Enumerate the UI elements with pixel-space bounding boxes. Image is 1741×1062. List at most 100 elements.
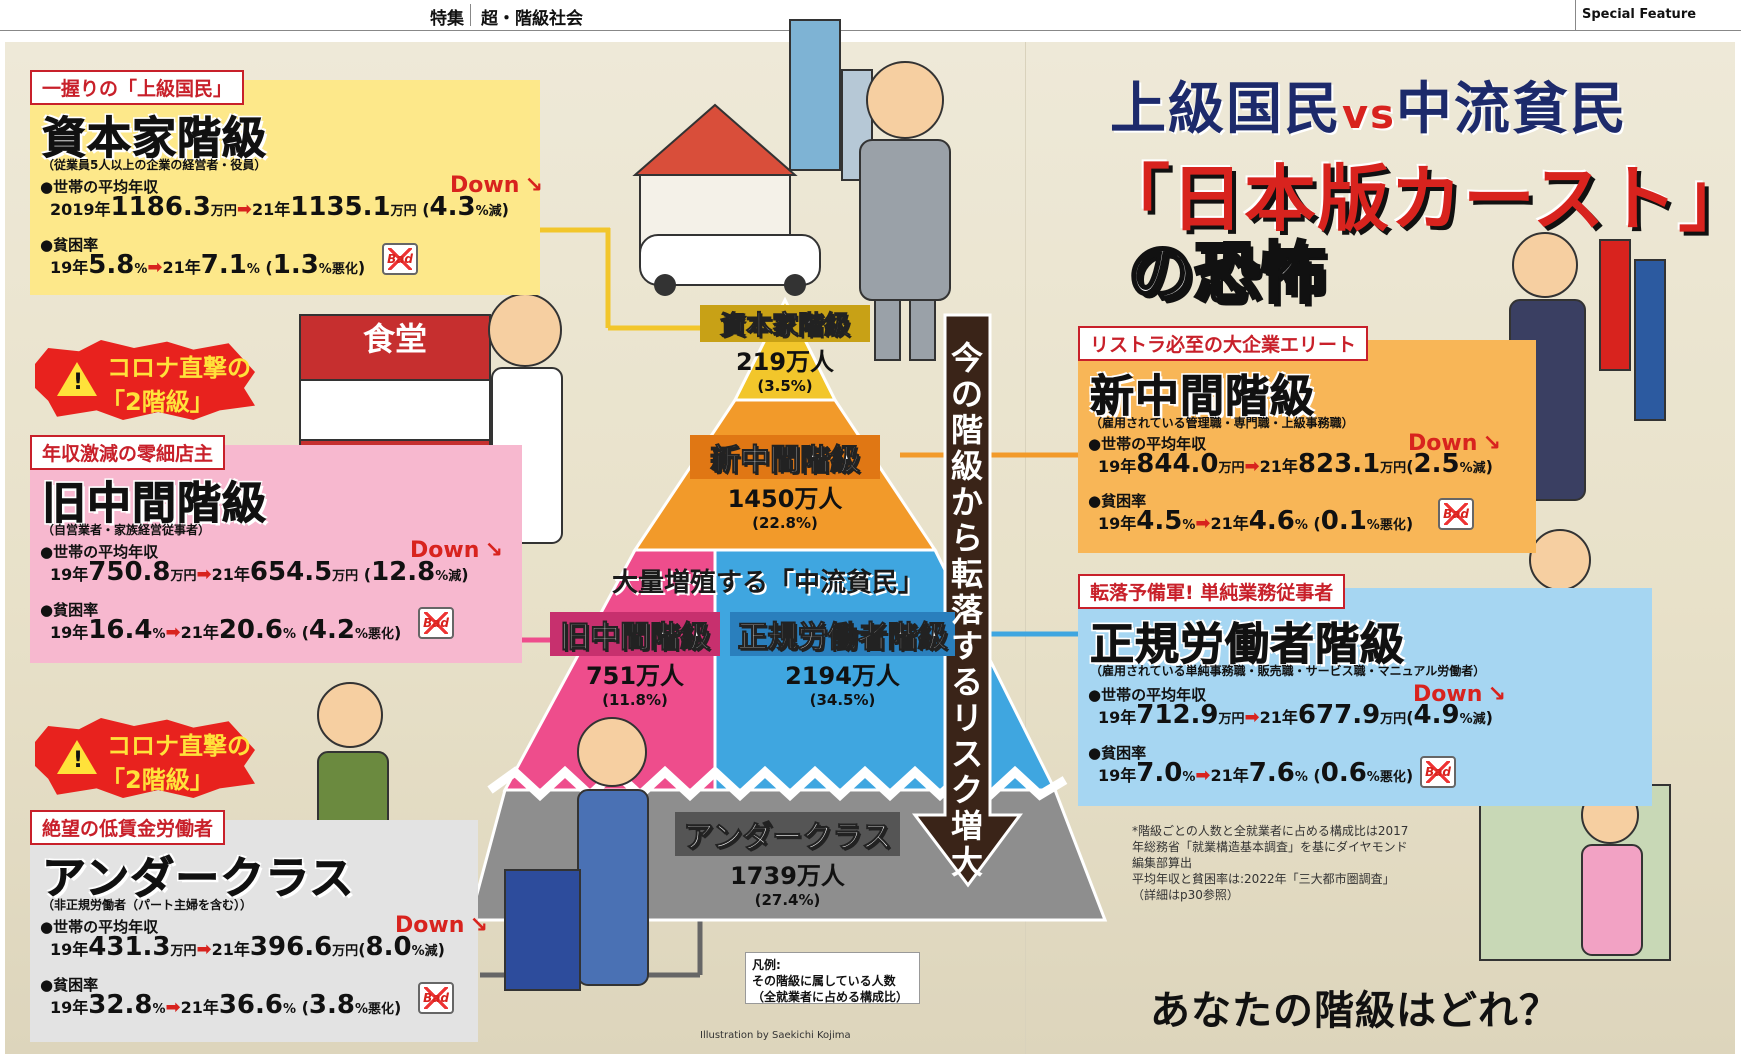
value-from: 844.0 (1136, 449, 1219, 479)
year-from: 19年 (1098, 514, 1137, 533)
change: 3.8 (308, 990, 355, 1020)
arrow-icon: ➡ (1244, 456, 1260, 477)
class-name: 旧中間階級 (42, 478, 267, 530)
down-text: Down (410, 538, 480, 563)
arrow-icon: ➡ (147, 257, 163, 278)
bad-icon: Bad (1420, 756, 1456, 788)
poverty-row: 19年4.5%➡21年4.6% (0.1%悪化) (1098, 506, 1414, 536)
bad-icon: Bad (382, 243, 418, 275)
class-desc: （雇用されている管理職・専門職・上級事務職） (1090, 416, 1354, 430)
down-badge: Down ↘ (410, 538, 503, 563)
bad-text: Bad (1425, 765, 1451, 779)
class-desc: （従業員5人以上の企業の経営者・役員） (42, 158, 267, 172)
pyramid-label-old-middle: 旧中間階級 751万人 (11.8%) (550, 612, 720, 709)
pyramid-label-regular: 正規労働者階級 2194万人 (34.5%) (730, 612, 955, 709)
year-from: 2019年 (50, 200, 111, 219)
class-desc: （自営業者・家族経営従事者） (42, 523, 211, 537)
year-to: 21年 (180, 998, 219, 1017)
headline-middle: 中流貧民 (1395, 77, 1628, 142)
pyramid-label-underclass: アンダークラス 1739万人 (27.4%) (675, 812, 900, 909)
income-row: 19年712.9万円➡21年677.9万円(4.9%減) (1098, 700, 1493, 730)
value-to: 677.9 (1297, 700, 1381, 730)
luxury-car-icon (639, 234, 821, 286)
value-to: 1135.1 (290, 192, 391, 222)
corona-badge: ! コロナ直撃の 「2階級」 (35, 718, 255, 798)
change: 2.5 (1413, 449, 1460, 479)
value-to: 7.1 (200, 250, 247, 280)
value-from: 712.9 (1136, 700, 1219, 730)
value-to: 20.6 (218, 615, 283, 645)
value-to: 7.6 (1248, 758, 1295, 788)
unit: % (283, 627, 297, 642)
note-line: 平均年収と貧困率は:2022年「三大都市圏調査」 (1132, 872, 1395, 886)
bad-icon: Bad (418, 607, 454, 639)
legend-box: 凡例: その階級に属している人数 （全就業者に占める構成比） (745, 952, 920, 1004)
poverty-row: 19年16.4%➡21年20.6% (4.2%悪化) (50, 615, 402, 645)
down-badge: Down ↘ (395, 913, 488, 938)
change: 0.1 (1320, 506, 1367, 536)
warning-icon (57, 362, 97, 396)
year-to: 21年 (162, 258, 201, 277)
warning-exclamation: ! (73, 748, 84, 773)
class-name: 正規労働者階級 (1090, 619, 1405, 671)
pyramid-label-capitalist: 資本家階級 219万人 (3.5%) (700, 305, 870, 395)
pyramid-label-new-middle: 新中間階級 1450万人 (22.8%) (690, 435, 880, 532)
value-to: 396.6 (249, 932, 333, 962)
pyramid-pct: (22.8%) (752, 514, 818, 532)
arrow-icon: ➡ (1244, 707, 1260, 728)
unit: 万円 (170, 569, 197, 584)
note-line: 年総務省「就業構造基本調査」を基にダイヤモンド (1132, 840, 1408, 854)
pyramid-name: 新中間階級 (690, 435, 880, 479)
unit: % (1294, 518, 1308, 533)
value-from: 431.3 (88, 932, 171, 962)
class-card-regular: 転落予備軍! 単純業務従事者 正規労働者階級 （雇用されている単純事務職・販売職… (1078, 574, 1652, 806)
bad-text: Bad (423, 616, 449, 630)
class-card-new-middle: リストラ必至の大企業エリート 新中間階級 （雇用されている管理職・専門職・上級事… (1078, 326, 1536, 553)
year-from: 19年 (1098, 708, 1137, 727)
shop-sign-text: 食堂 (363, 320, 427, 358)
unit: % (1182, 770, 1196, 785)
corona-badge: ! コロナ直撃の 「2階級」 (35, 340, 255, 420)
bank-banner-icon (1599, 239, 1631, 371)
year-to: 21年 (211, 940, 250, 959)
source-note: *階級ごとの人数と全就業者に占める構成比は2017 年総務省「就業構造基本調査」… (1132, 823, 1408, 903)
down-text: Down (1408, 431, 1478, 456)
poverty-row: 19年7.0%➡21年7.6% (0.6%悪化) (1098, 758, 1414, 788)
income-label: ●世帯の平均年収 (40, 178, 159, 196)
class-tag: 一握りの「上級国民」 (30, 70, 245, 105)
pyramid-pct: (27.4%) (754, 891, 821, 909)
pyramid-name: 正規労働者階級 (730, 612, 955, 656)
arrow-icon: ➡ (196, 939, 212, 960)
unit: % (1182, 518, 1196, 533)
pyramid-count: 219万人 (735, 348, 835, 376)
year-from: 19年 (50, 258, 89, 277)
closing-question: あなたの階級はどれ？ (1150, 988, 1560, 1034)
change: 4.3 (429, 192, 476, 222)
value-from: 32.8 (88, 990, 153, 1020)
poverty-label: ●貧困率 (40, 236, 99, 254)
corona-line2: 「2階級」 (101, 766, 214, 794)
change: 8.0 (365, 932, 412, 962)
arrow-icon: ➡ (1195, 513, 1211, 534)
unit: 万円 (1218, 712, 1245, 727)
corona-line1: コロナ直撃の (107, 732, 251, 760)
year-to: 21年 (180, 623, 219, 642)
poverty-row: 19年5.8%➡21年7.1% (1.3%悪化) (50, 250, 366, 280)
pyramid-pct: (34.5%) (809, 691, 876, 709)
unit: % (134, 262, 148, 277)
bad-text: Bad (1443, 507, 1469, 521)
note-line: *階級ごとの人数と全就業者に占める構成比は2017 (1132, 824, 1409, 838)
unit: % (152, 627, 166, 642)
headline-line3: の恐怖 (1127, 234, 1328, 314)
change-unit: %悪化 (1366, 770, 1406, 785)
unit: 万円 (1380, 712, 1407, 727)
year-from: 19年 (50, 623, 89, 642)
bad-icon: Bad (418, 982, 454, 1014)
income-label: ●世帯の平均年収 (40, 918, 159, 936)
pyramid-count: 1450万人 (727, 485, 843, 513)
capitalist-suit-icon (859, 139, 951, 301)
mansion-roof-icon (632, 103, 798, 176)
value-to: 654.5 (249, 557, 333, 587)
unit: 万円 (332, 944, 359, 959)
unit: % (1294, 770, 1308, 785)
